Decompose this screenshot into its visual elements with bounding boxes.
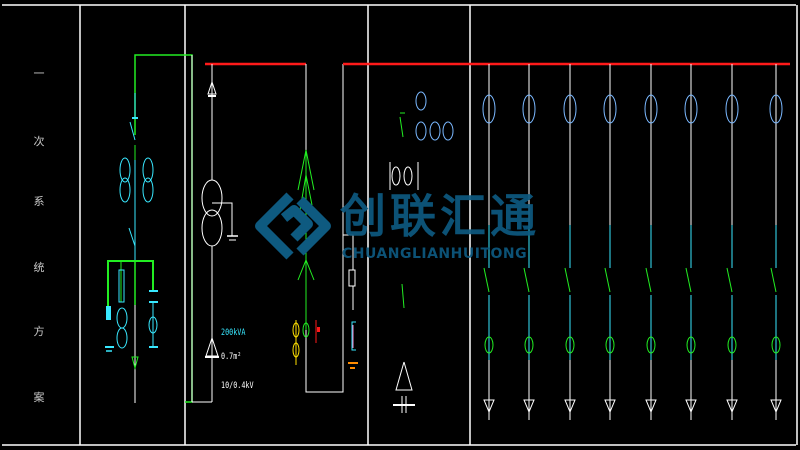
drawing-frame xyxy=(2,4,798,446)
ammeter-icon xyxy=(482,94,496,124)
breaker-switch-icon xyxy=(523,267,530,293)
transformer-voltage: 10/0.4kV xyxy=(221,381,254,391)
metering-section xyxy=(389,91,454,413)
fuse-icon xyxy=(343,234,358,369)
title-char: 次 xyxy=(33,135,45,148)
feeder-8 xyxy=(769,64,783,420)
outgoing-arrow-icon xyxy=(645,399,657,414)
title-char: 方 xyxy=(33,325,45,338)
incoming-section xyxy=(105,54,193,403)
feeder-6 xyxy=(684,64,698,420)
current-transformer-icon xyxy=(119,157,154,203)
outgoing-arrow-icon xyxy=(604,399,616,414)
surge-arrester-icon xyxy=(105,306,114,352)
ammeter-icon xyxy=(522,94,536,124)
meter-cluster-icon xyxy=(292,320,320,365)
feeder-4 xyxy=(603,64,617,420)
breaker-switch-icon xyxy=(645,267,652,293)
feeder-2 xyxy=(522,64,536,420)
feeder-5 xyxy=(644,64,658,420)
current-transformer-icon xyxy=(565,336,575,354)
breaker-switch-icon xyxy=(604,267,611,293)
title-char: 一 xyxy=(33,67,45,80)
outgoing-arrow-icon xyxy=(726,399,738,414)
breaker-switch-icon xyxy=(770,267,777,293)
outgoing-arrow-icon xyxy=(523,399,535,414)
breaker-switch-icon xyxy=(685,267,692,293)
outgoing-arrow-icon xyxy=(770,399,782,414)
power-transformer-icon xyxy=(201,179,238,247)
capacitor-bank-icon xyxy=(393,361,415,413)
current-transformer-icon xyxy=(484,336,494,354)
transformer-section xyxy=(192,62,790,403)
ammeter-icon xyxy=(563,94,577,124)
voltage-transformer-icon xyxy=(116,269,158,349)
feeder-1 xyxy=(482,64,496,420)
title-char: 统 xyxy=(33,261,45,274)
outgoing-arrow-icon xyxy=(564,399,576,414)
current-transformer-icon xyxy=(389,162,419,190)
current-transformer-icon xyxy=(646,336,656,354)
ammeter-icon xyxy=(725,94,739,124)
current-transformer-icon xyxy=(524,336,534,354)
breaker-switch-icon xyxy=(564,267,571,293)
meter-icon xyxy=(415,91,454,141)
title-char: 系 xyxy=(33,195,45,208)
current-transformer-icon xyxy=(727,336,737,354)
outgoing-feeders xyxy=(482,64,783,420)
outgoing-arrow-icon xyxy=(483,399,495,414)
current-transformer-icon xyxy=(686,336,696,354)
transformer-spec: 0.7m² xyxy=(221,352,242,362)
breaker-switch-icon xyxy=(483,267,490,293)
feeder-7 xyxy=(725,64,739,420)
current-transformer-icon xyxy=(605,336,615,354)
ammeter-icon xyxy=(603,94,617,124)
transformer-rating: 200kVA xyxy=(221,328,246,338)
ammeter-icon xyxy=(684,94,698,124)
current-transformer-icon xyxy=(771,336,781,354)
ammeter-icon xyxy=(769,94,783,124)
breaker-switch-icon xyxy=(726,267,733,293)
feeder-3 xyxy=(563,64,577,420)
title-char: 案 xyxy=(33,391,45,404)
outgoing-arrow-icon xyxy=(685,399,697,414)
ammeter-icon xyxy=(644,94,658,124)
